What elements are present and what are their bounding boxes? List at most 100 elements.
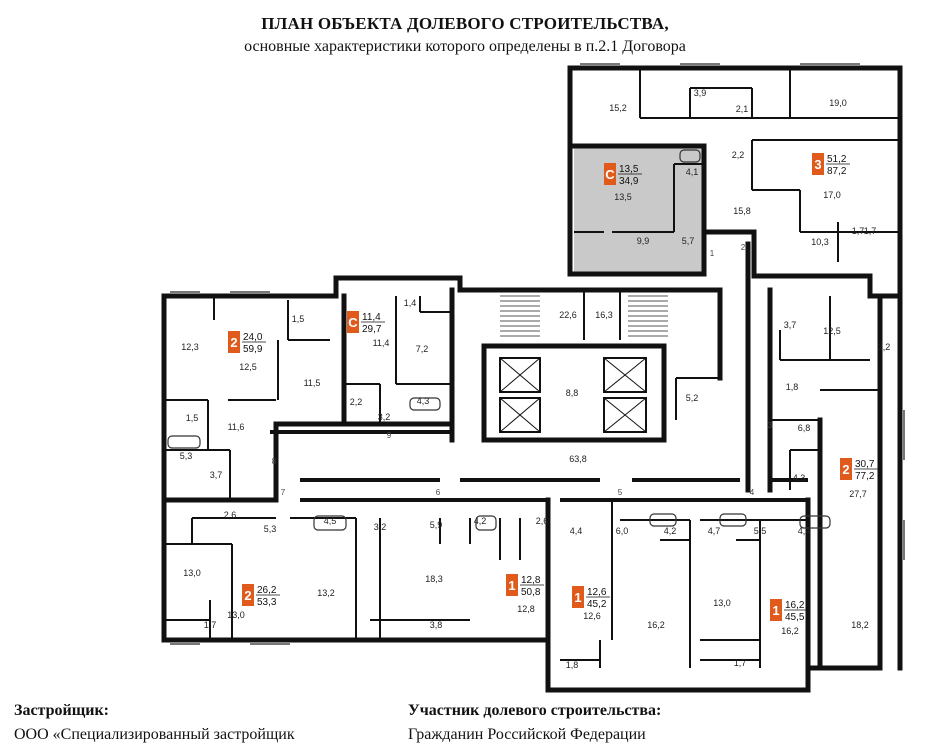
room-area-label: 1,7: [204, 620, 217, 630]
apartment-type-marker: [228, 331, 240, 353]
apartment-type: 1: [772, 603, 779, 618]
apartment-type-marker: [604, 163, 616, 185]
elevator-cross: [603, 397, 647, 433]
elevator-shaft: [499, 357, 541, 393]
room-area-label: 5,3: [264, 524, 277, 534]
room-area-label: 5,9: [430, 520, 443, 530]
participant-name: Гражданин Российской Федерации: [408, 726, 646, 743]
room-area-label: 4,3: [417, 396, 430, 406]
entrance-number: 6: [436, 488, 441, 497]
apartment-type-marker: [347, 311, 359, 333]
apartment-living-area: 24,0: [243, 332, 263, 343]
elevator-shaft: [603, 397, 647, 433]
entrance-number: 5: [618, 488, 623, 497]
room-area-label: 5,5: [754, 526, 767, 536]
room-area-label: 5,7: [682, 236, 695, 246]
bathtub: [475, 515, 497, 531]
room-area-label: 22,6: [559, 310, 577, 320]
apartment-living-area: 51,2: [827, 154, 847, 165]
apartment-type: С: [348, 315, 358, 330]
apartment-type: 1: [574, 590, 581, 605]
room-area-label: 3,7: [210, 470, 223, 480]
room-area-label: 63,8: [569, 454, 587, 464]
room-area-label: 11,4: [373, 338, 390, 348]
apartment-total-area: 45,5: [785, 612, 805, 623]
room-area-label: 1,8: [786, 382, 799, 392]
room-area-label: 4,2: [664, 526, 677, 536]
apartment-type: 3: [814, 157, 821, 172]
room-area-label: 15,2: [609, 103, 627, 113]
apartment-total-area: 87,2: [827, 166, 847, 177]
bathtub: [167, 435, 201, 449]
elevator-cross: [499, 397, 541, 433]
apartment-total-area: 77,2: [855, 471, 875, 482]
room-area-label: 5,2: [686, 393, 699, 403]
apartment-total-area: 29,7: [362, 324, 382, 335]
room-area-label: 4,2: [474, 516, 487, 526]
apartment-total-area: 53,3: [257, 597, 277, 608]
apartment-living-area: 11,4: [362, 312, 381, 323]
entrance-number: 7: [281, 488, 286, 497]
room-area-label: 11,6: [228, 422, 245, 432]
room-area-label: 4,7: [708, 526, 721, 536]
apartment-living-area: 30,7: [855, 459, 875, 470]
entrance-number: 4: [750, 488, 755, 497]
room-area-label: 16,3: [595, 310, 613, 320]
bathtub: [649, 513, 677, 527]
apartment-type-marker: [840, 458, 852, 480]
room-area-label: 12,3: [181, 342, 199, 352]
highlighted-apartment: [574, 146, 702, 274]
entrance-number: 8: [272, 457, 277, 466]
room-area-label: 4,4: [798, 526, 811, 536]
apartment-type-marker: [770, 599, 782, 621]
apartment-type-marker: [812, 153, 824, 175]
room-area-label: 2,2: [732, 150, 745, 160]
room-area-label: 2,2: [350, 397, 363, 407]
entrance-number: 9: [387, 431, 392, 440]
room-area-label: 2,1: [736, 104, 749, 114]
room-area-label: 12,6: [583, 611, 601, 621]
apartment-type: 2: [230, 335, 237, 350]
room-area-label: 7,2: [416, 344, 429, 354]
room-area-label: 12,5: [239, 362, 257, 372]
room-area-label: 12,5: [823, 326, 841, 336]
room-area-label: 19,0: [829, 98, 847, 108]
room-area-label: 1,8: [566, 660, 579, 670]
room-area-label: 1,7: [734, 658, 747, 668]
room-area-label: 15,8: [733, 206, 751, 216]
room-area-label: 18,2: [851, 620, 869, 630]
room-area-label: 6,8: [798, 423, 811, 433]
bathtub: [799, 515, 831, 529]
room-area-label: 13,0: [183, 568, 201, 578]
room-area-label: 1,4: [404, 298, 417, 308]
room-area-label: 1,5: [292, 314, 305, 324]
room-area-label: 8,8: [566, 388, 579, 398]
room-area-label: 2,6: [536, 516, 549, 526]
developer-name: ООО «Специализированный застройщик: [14, 726, 295, 743]
apartment-type-marker: [572, 586, 584, 608]
apartment-total-area: 34,9: [619, 176, 639, 187]
bathtub: [719, 513, 747, 527]
room-area-label: 13,2: [317, 588, 335, 598]
room-area-label: 10,3: [811, 237, 829, 247]
room-area-label: 3,2: [378, 412, 391, 422]
room-area-label: 9,9: [637, 236, 650, 246]
elevator-shaft: [603, 357, 647, 393]
apartment-type-marker: [242, 584, 254, 606]
room-area-label: 16,2: [647, 620, 665, 630]
room-area-label: 12,8: [517, 604, 535, 614]
apartment-type-marker: [506, 574, 518, 596]
entrance-number: 3: [768, 421, 773, 430]
apartment-living-area: 16,2: [785, 600, 805, 611]
bathtub: [313, 515, 347, 531]
apartment-type: 1: [508, 578, 515, 593]
room-area-label: 3,7: [784, 320, 797, 330]
bathtub: [679, 149, 701, 163]
elevator-shaft: [499, 397, 541, 433]
room-area-label: 18,3: [425, 574, 443, 584]
apartment-total-area: 45,2: [587, 599, 607, 610]
